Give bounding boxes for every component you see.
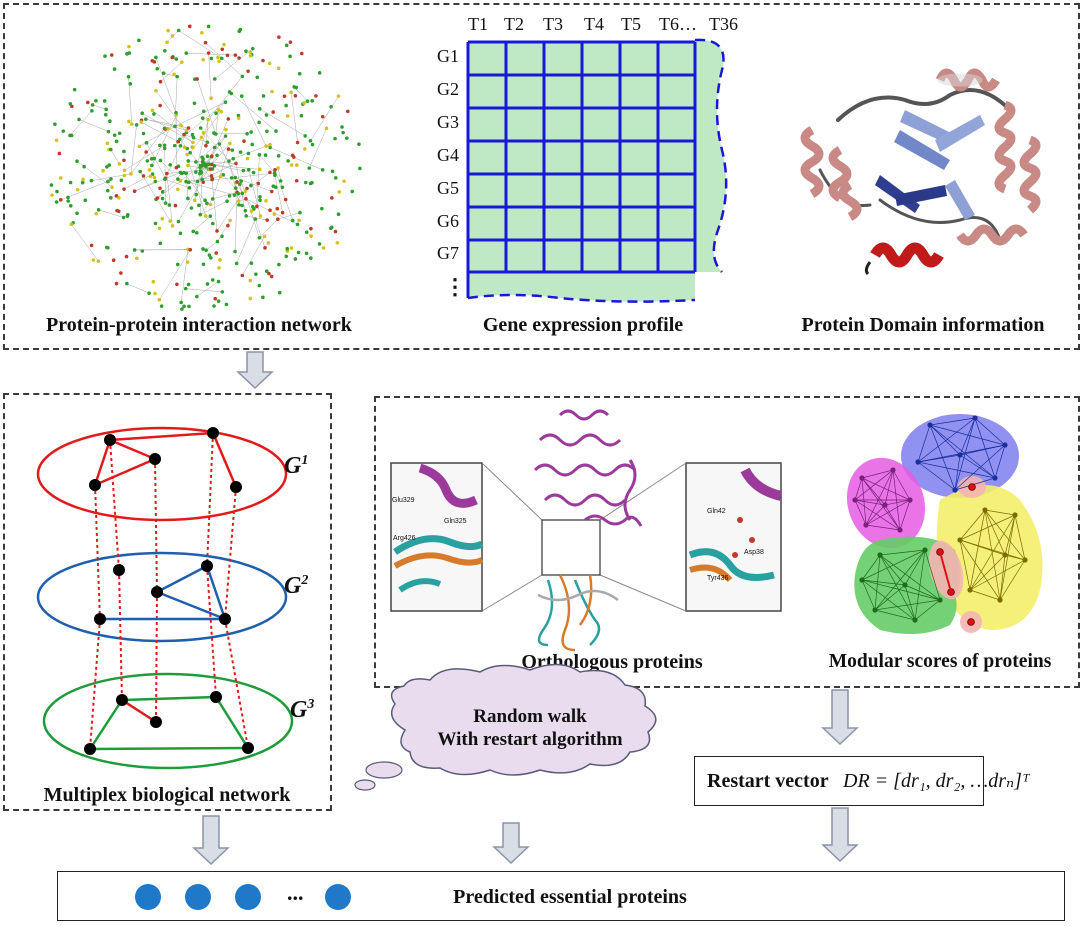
residue-gln42: Gln42	[707, 508, 726, 515]
gene-row-g6: G6	[437, 211, 459, 231]
layer-label-g2: G2	[284, 573, 308, 600]
layer-g3-name: G	[290, 697, 308, 723]
time-header-t6: T6…	[659, 14, 697, 34]
multiplex-label: Multiplex biological network	[43, 784, 291, 806]
gene-row-g4: G4	[437, 145, 459, 165]
multiplex-panel	[3, 393, 332, 811]
layer-label-g1: G1	[284, 453, 308, 480]
residue-glu329: Glu329	[392, 497, 415, 504]
arrow-multiplex-to-result	[192, 815, 230, 866]
gene-row-g1: G1	[437, 46, 459, 66]
middle-panel	[374, 396, 1080, 688]
gene-row-g7: G7	[437, 243, 459, 263]
time-header-t36: T36	[709, 14, 738, 34]
layer-g2-name: G	[284, 573, 302, 599]
predicted-ellipsis: ...	[287, 880, 304, 905]
restart-label: Restart vector	[707, 770, 829, 792]
gene-row-g3: G3	[437, 112, 459, 132]
cloud-line1: Random walk	[473, 706, 587, 727]
arrow-top-to-multiplex	[236, 351, 274, 390]
cloud-line2: With restart algorithm	[437, 729, 623, 750]
layer-g1-name: G	[284, 453, 302, 479]
predicted-proteins-box	[57, 871, 1065, 921]
residue-gln325: Gln325	[444, 518, 467, 525]
gene-row-g2: G2	[437, 79, 459, 99]
arrow-modular-to-restart	[821, 689, 859, 746]
layer-g1-sup: 1	[301, 453, 309, 468]
time-header-t2: T2	[504, 14, 524, 34]
layer-label-g3: G3	[290, 697, 314, 724]
restart-vector-box	[694, 756, 984, 806]
arrow-restart-to-result	[821, 807, 859, 863]
gene-row-ellipsis: ⋮	[444, 274, 466, 299]
top-panel	[3, 3, 1080, 350]
residue-arg426: Arg426	[393, 535, 416, 542]
gene-row-g5: G5	[437, 178, 459, 198]
time-header-t5: T5	[621, 14, 641, 34]
layer-g2-sup: 2	[301, 573, 309, 588]
ppi-label: Protein-protein interaction network	[46, 314, 352, 336]
restart-formula: DR = [dr₁, dr₂, …drₙ]ᵀ	[843, 770, 1030, 792]
orthologous-label: Orthologous proteins	[521, 651, 703, 673]
protein-domain-label: Protein Domain information	[801, 314, 1045, 336]
residue-tyr436: Tyr436	[707, 575, 729, 582]
time-header-t4: T4	[584, 14, 604, 34]
gene-expression-label: Gene expression profile	[482, 314, 684, 336]
time-header-t3: T3	[543, 14, 563, 34]
arrow-cloud-to-result	[492, 822, 530, 865]
layer-g3-sup: 3	[307, 697, 315, 712]
time-header-t1: T1	[468, 14, 488, 34]
residue-asp38: Asp38	[744, 549, 764, 556]
predicted-label: Predicted essential proteins	[453, 886, 687, 908]
modular-label: Modular scores of proteins	[828, 651, 1052, 672]
